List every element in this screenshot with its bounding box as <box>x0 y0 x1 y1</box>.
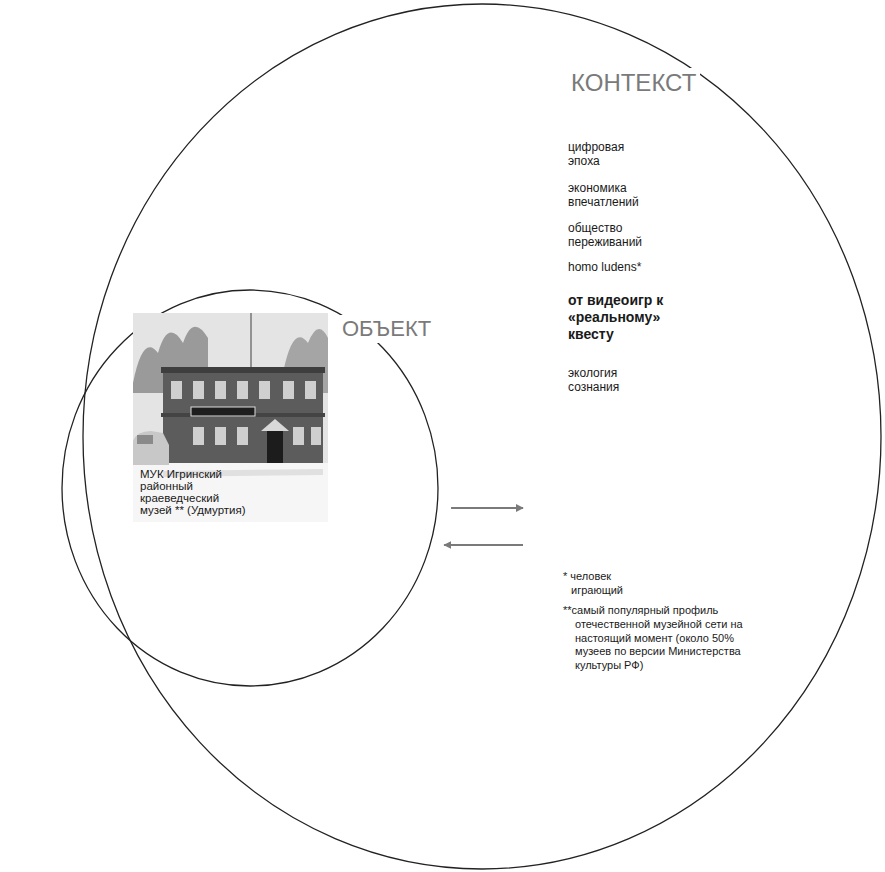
region-text: общество переживаний <box>568 221 654 250</box>
object-region: ОБЪЕКТ МУК Игринский районный краеведческ… <box>60 288 440 688</box>
context-region: КОНТЕКСТ цифровая эпоха экономика впечатле… <box>82 3 882 870</box>
circle-outline <box>62 290 438 686</box>
region-text: **самый популярный профиль отечественной… <box>563 604 765 673</box>
region-heading: КОНТЕКСТ <box>567 68 700 98</box>
flow-arrow <box>451 507 523 509</box>
region-text: МУК Игринский районный краеведческий муз… <box>140 468 252 516</box>
region-text: * человек играющий <box>563 570 651 598</box>
flow-arrow <box>444 544 523 546</box>
region-text: экономика впечатлений <box>568 181 654 210</box>
region-text: от видеоигр к «реальному» квесту <box>568 292 668 342</box>
region-text: цифровая эпоха <box>568 140 654 169</box>
region-text: homo ludens* <box>568 260 658 274</box>
region-heading: ОБЪЕКТ <box>338 315 435 343</box>
circle-outline <box>83 4 881 869</box>
region-text: экология сознания <box>568 366 654 395</box>
